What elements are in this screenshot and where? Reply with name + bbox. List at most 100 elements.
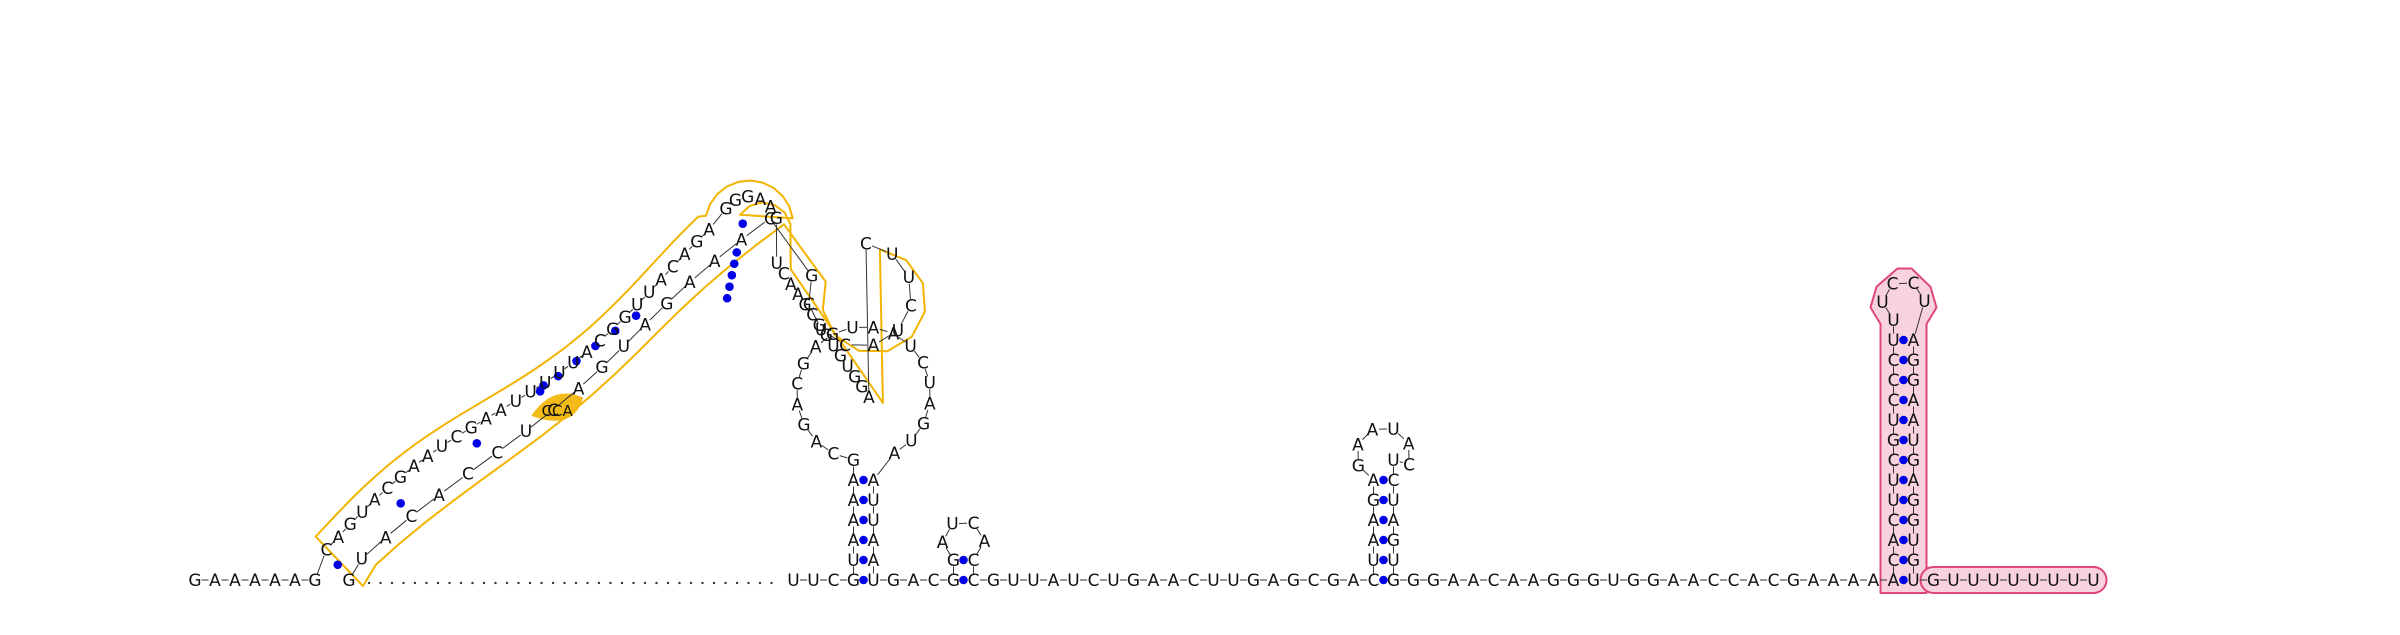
linker-nt: G (1327, 571, 1340, 591)
upper-arm-nt: C (321, 541, 333, 561)
backbone-link (820, 337, 828, 344)
backbone-link (811, 309, 819, 324)
upper-arm-nt: A (709, 252, 721, 272)
backbone-link (924, 368, 929, 377)
backbone-link (899, 444, 907, 450)
backbone-link (925, 409, 929, 418)
upper-arm-nt: G (813, 316, 826, 336)
upper-arm-nt: C (491, 443, 503, 463)
terminator-nt: G (1907, 551, 1920, 571)
spacer-nt: U (807, 571, 819, 591)
hairpin-d-nt: U (1367, 551, 1379, 571)
base-pair-dot (859, 515, 868, 525)
linker-nt: U (1067, 571, 1079, 591)
spacer-nt: G (1647, 571, 1660, 591)
upper-arm-nt: U (841, 357, 853, 377)
spacer-nt: C (928, 571, 940, 591)
hairpin-b-loop-nt: G (797, 416, 810, 436)
leader-nt: G (308, 571, 321, 591)
linker-nt: C (1308, 571, 1320, 591)
gap-dot (517, 581, 520, 585)
linker-nt: U (1027, 571, 1039, 591)
terminator-nt: A (1908, 471, 1920, 491)
base-pair-dot (732, 248, 742, 257)
upper-arm-nt: U (436, 437, 448, 457)
upper-arm-nt: A (755, 190, 767, 210)
hairpin-b-loop-nt: G (797, 355, 810, 375)
hairpin-d-nt: G (1387, 531, 1400, 551)
upper-arm-nt: G (729, 191, 742, 211)
terminator-nt: U (1907, 531, 1919, 551)
upper-arm-nt: C (381, 479, 393, 499)
backbone-link (945, 547, 951, 555)
spacer-nt: A (1468, 571, 1480, 591)
gap-dot (632, 581, 635, 585)
terminator-nt: U (1887, 471, 1899, 491)
backbone-link (701, 233, 705, 238)
trailer-nt: U (1947, 571, 1959, 591)
hairpin-d-loop-nt: U (1387, 420, 1399, 440)
terminator-nt: A (1888, 531, 1900, 551)
base-pair-dot (1899, 515, 1908, 525)
backbone-link (1397, 433, 1405, 440)
backbone-link (330, 541, 335, 546)
base-pair-dot (1379, 515, 1388, 525)
terminator-loop-nt: C (1908, 274, 1920, 294)
spacer-nt: U (1607, 571, 1619, 591)
backbone-link (719, 243, 737, 258)
upper-arm-nt: U (539, 373, 551, 393)
upper-arm-nt: C (764, 209, 776, 229)
terminator-nt: U (1887, 331, 1899, 351)
hairpin-d-loop-nt: G (1352, 456, 1365, 476)
leader-nt: G (188, 571, 201, 591)
spacer-nt: A (1748, 571, 1760, 591)
backbone-link (390, 519, 407, 534)
base-pair-dot (859, 475, 868, 485)
backbone-link (878, 333, 893, 343)
upper-arm-nt: A (684, 273, 696, 293)
backbone-link (1916, 288, 1922, 296)
upper-arm-nt: G (394, 468, 407, 488)
gap-dot (643, 581, 647, 585)
hairpin-c-loop-nt: U (946, 515, 958, 535)
upper-arm-nt: U (770, 254, 782, 274)
base-pair-dot (535, 387, 545, 396)
backbone-link (871, 245, 887, 253)
upper-arm-nt: G (690, 233, 703, 253)
hairpin-d-nt: A (1388, 511, 1400, 531)
backbone-link (865, 249, 870, 391)
gap-dot (494, 581, 497, 585)
terminator-nt: C (1888, 551, 1900, 571)
backbone-link (914, 428, 921, 436)
upper-arm-nt: U (903, 268, 915, 288)
backbone-link (945, 529, 950, 537)
spacer-nt: A (1868, 571, 1880, 591)
base-pair-dot (1379, 475, 1388, 485)
upper-arm-nt: C (547, 401, 559, 421)
backbone-link (461, 430, 466, 434)
terminator-loop-nt: C (1887, 275, 1899, 295)
hairpin-c-loop-nt: A (979, 532, 991, 552)
base-pair-dot (1899, 395, 1908, 405)
backbone-link (1362, 469, 1370, 476)
upper-arm-nt: G (465, 419, 478, 439)
linker-nt: A (1268, 571, 1280, 591)
backbone-link (1885, 307, 1891, 315)
backbone-link (530, 413, 549, 428)
backbone-link (502, 434, 522, 449)
terminator-nt: C (1888, 391, 1900, 411)
backbone-link (391, 480, 396, 485)
leader-nt: A (229, 571, 241, 591)
hairpin-b-nt: U (867, 511, 879, 531)
linker-nt: A (1168, 571, 1180, 591)
linker-nt: G (1247, 571, 1260, 591)
upper-arm-nt: C (462, 465, 474, 485)
spacer-nt: G (1587, 571, 1600, 591)
upper-arm-nt: U (356, 503, 368, 523)
hairpin-b-loop-nt: G (826, 325, 839, 345)
upper-arm-nt: A (433, 486, 445, 506)
upper-arm-nt: C (450, 428, 462, 448)
backbone-link (773, 223, 809, 271)
upper-arm-nt: C (594, 332, 606, 352)
